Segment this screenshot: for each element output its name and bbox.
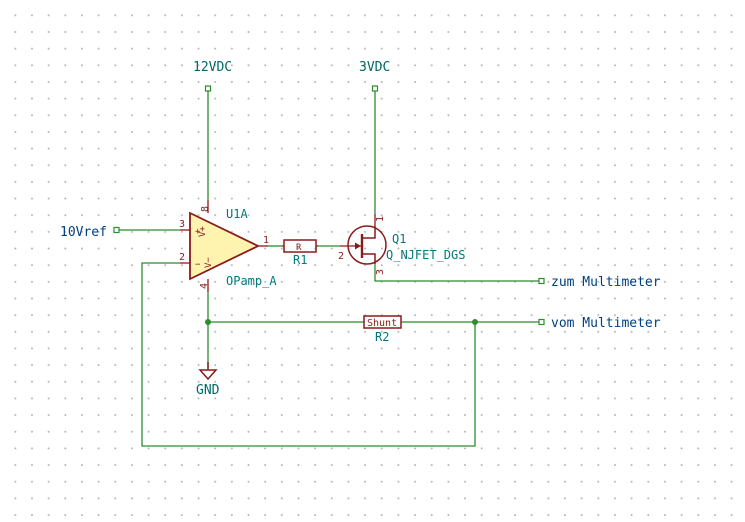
r2-ref-label: R2: [375, 330, 389, 344]
net-label-zum-multimeter: zum Multimeter: [551, 275, 661, 290]
port-vom-multimeter[interactable]: [538, 318, 545, 326]
opamp-value-label: OPamp_A: [226, 274, 277, 288]
q1-ref-label: Q1: [392, 232, 406, 246]
opamp-u1a[interactable]: + − V+ V−: [180, 200, 268, 292]
q1-pin-number-1: 1: [375, 216, 386, 222]
wire-source-to-meter: [374, 264, 540, 282]
gnd-triangle: [198, 369, 218, 381]
opamp-pin-number-4: 4: [199, 283, 210, 289]
opamp-ref-label: U1A: [226, 207, 248, 221]
opamp-pin-number-2: 2: [179, 252, 185, 263]
q1-body-circle: [347, 225, 387, 265]
q1-pin-number-2: 2: [338, 251, 344, 262]
q1-value-label: Q_NJFET_DGS: [386, 248, 465, 262]
q1-source-stub: [362, 253, 376, 264]
wire-feedback-loop: [141, 262, 476, 447]
opamp-plus-sign: +: [195, 227, 201, 237]
transistor-q1[interactable]: [340, 214, 387, 265]
r1-ref-label: R1: [293, 253, 307, 267]
resistor-r2[interactable]: Shunt: [363, 315, 402, 329]
opamp-vpos-label: V+: [198, 226, 208, 237]
wires: [118, 90, 540, 447]
ground-symbol[interactable]: [198, 362, 218, 381]
power-label-3vdc: 3VDC: [359, 60, 390, 75]
junction-dot-feedback: [472, 319, 478, 325]
opamp-vneg-label: V−: [204, 257, 214, 268]
power-port-12vdc[interactable]: [204, 85, 212, 92]
opamp-pin-number-1: 1: [263, 235, 269, 246]
port-zum-multimeter[interactable]: [538, 277, 545, 285]
r1-value-label: R: [296, 243, 302, 253]
q1-drain-stub: [362, 226, 376, 239]
net-label-vom-multimeter: vom Multimeter: [551, 316, 661, 331]
opamp-pin-number-3: 3: [179, 219, 185, 230]
r2-value-label: Shunt: [367, 318, 397, 329]
q1-pin-number-3: 3: [375, 269, 386, 275]
opamp-minus-sign: −: [195, 260, 201, 270]
power-port-3vdc[interactable]: [371, 85, 379, 92]
junction-dot-gnd: [205, 319, 211, 325]
resistor-r1[interactable]: R: [282, 239, 318, 253]
r2-body: [363, 315, 402, 329]
net-label-10vref: 10Vref: [60, 225, 107, 240]
q1-gate-arrow: [355, 242, 361, 250]
port-10vref[interactable]: [113, 226, 120, 234]
power-label-12vdc: 12VDC: [193, 60, 232, 75]
opamp-pin-number-8: 8: [200, 206, 211, 212]
gnd-label: GND: [196, 383, 220, 398]
opamp-triangle: [189, 211, 261, 281]
